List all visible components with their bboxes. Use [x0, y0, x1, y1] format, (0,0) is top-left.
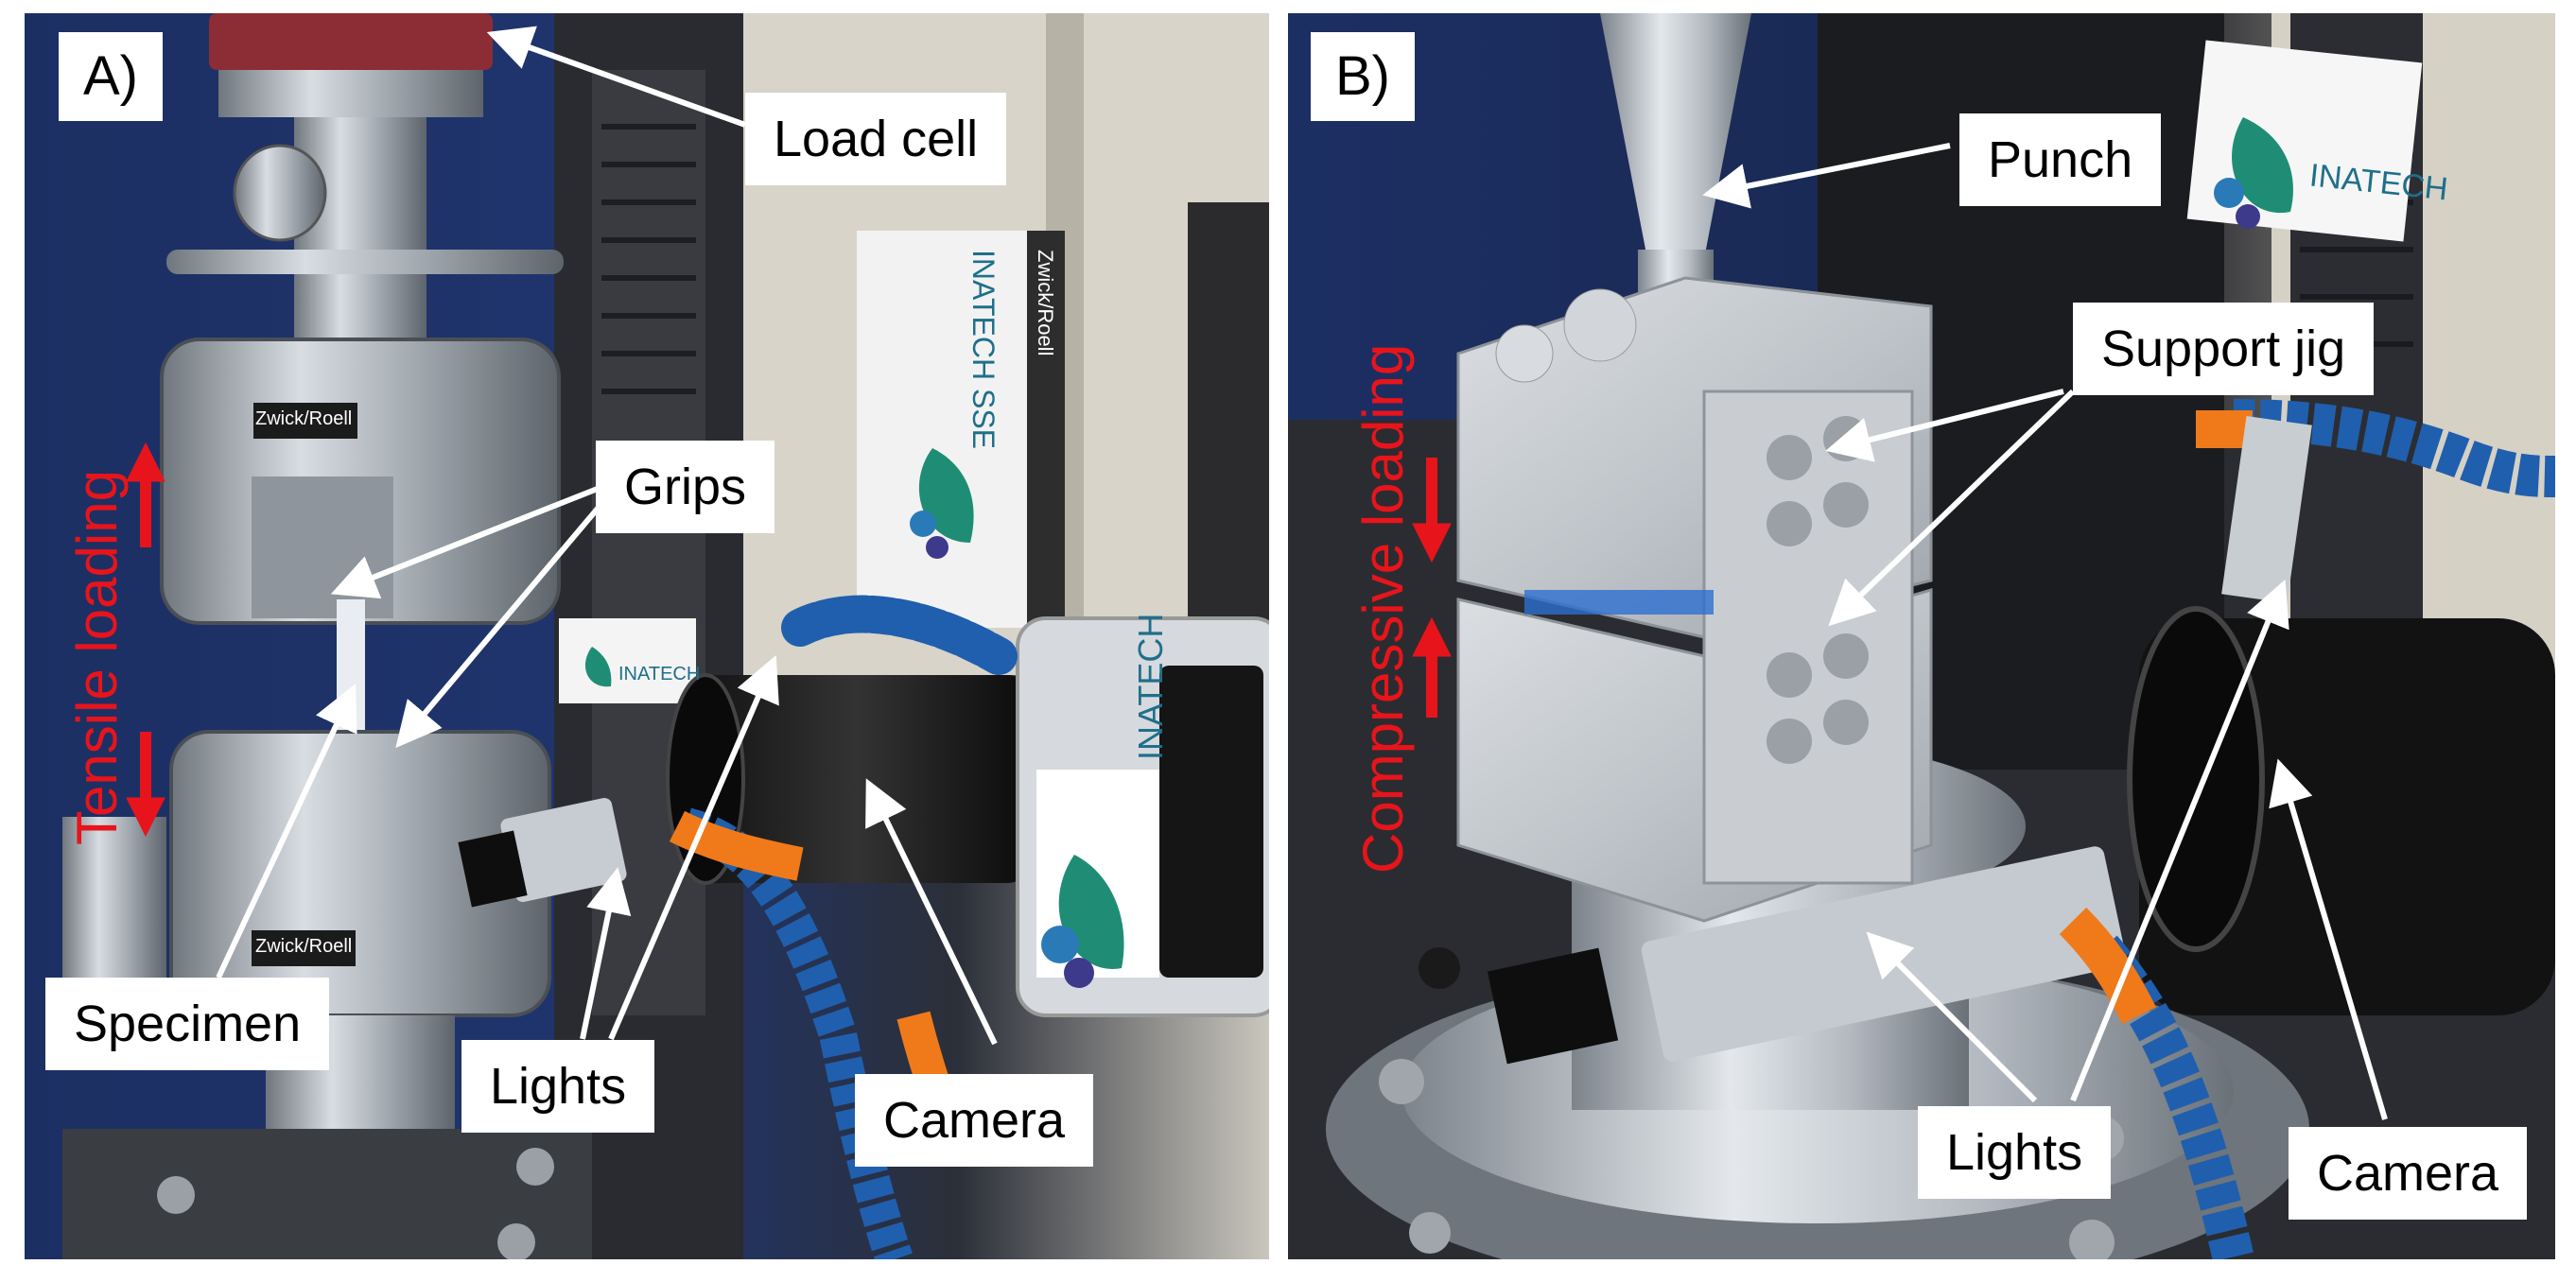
punch-label: Punch	[1959, 113, 2162, 206]
specimen-label: Specimen	[45, 978, 330, 1070]
panel-b-tag: B)	[1311, 32, 1415, 121]
lights-label-b: Lights	[1918, 1106, 2112, 1199]
support-jig-label: Support jig	[2073, 303, 2375, 395]
compressive-loading-label: Compressive loading	[1351, 343, 1415, 874]
panel-a-tag: A)	[59, 32, 163, 121]
compression-test-photo	[1288, 13, 2555, 1259]
lights-label: Lights	[461, 1040, 655, 1133]
camera-label: Camera	[855, 1074, 1094, 1167]
panel-a-photo: INATECH SSE Zwick/Roell INATECH INATECH …	[25, 13, 1269, 1259]
inatech-camera-label-text: INATECH	[1131, 613, 1170, 760]
inatech-small-sign-text: INATECH	[618, 664, 701, 684]
camera-label-b: Camera	[2289, 1127, 2528, 1220]
grips-label: Grips	[596, 441, 775, 533]
zwick-grip-lower-text: Zwick/Roell	[255, 936, 353, 957]
tensile-loading-label: Tensile loading	[65, 470, 129, 845]
panel-b-photo: INATECH Compressive loading B) Punch Sup…	[1288, 13, 2555, 1259]
zwick-roell-sign-text: Zwick/Roell	[1034, 250, 1057, 356]
load-cell-label: Load cell	[745, 93, 1007, 185]
zwick-grip-upper-text: Zwick/Roell	[255, 408, 353, 429]
inatech-sse-sign-text: INATECH SSE	[966, 250, 1001, 449]
